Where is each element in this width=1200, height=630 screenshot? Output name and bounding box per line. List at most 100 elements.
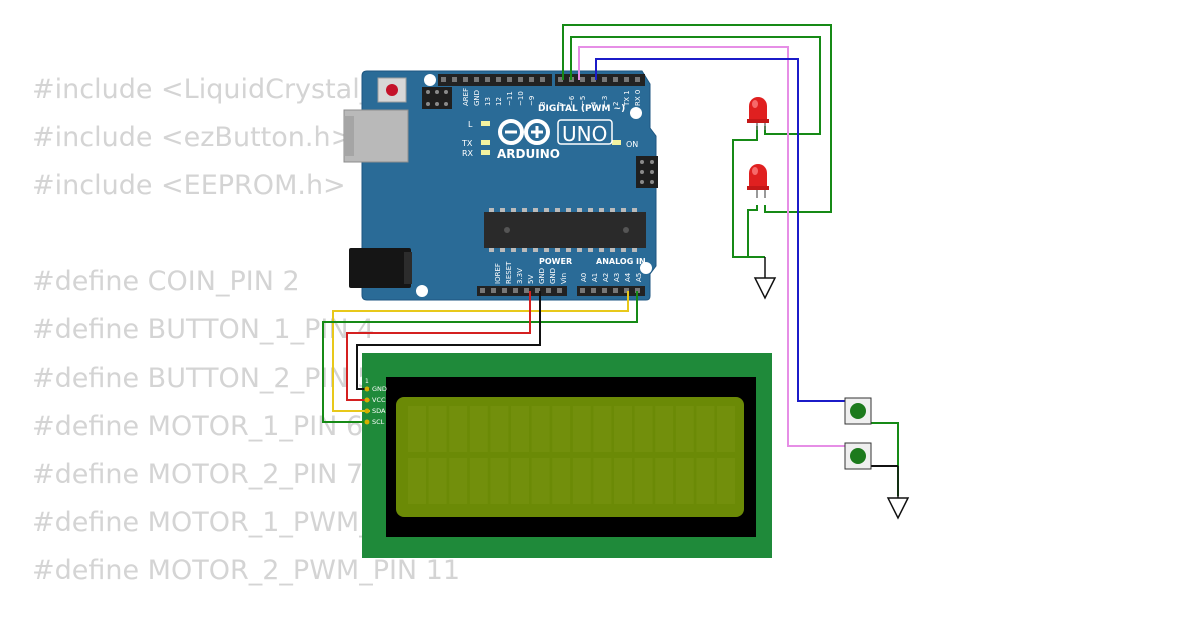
lcd-char-cell: [675, 458, 694, 504]
lcd-char-cell: [552, 406, 571, 452]
lcd-pin-gnd: GND: [372, 385, 387, 393]
digital-header: [438, 74, 645, 86]
lcd-char-cell: [634, 406, 653, 452]
led-label-rx: RX: [462, 149, 474, 158]
analog-pin-label: A5: [635, 273, 643, 282]
red-led-1[interactable]: [747, 97, 769, 130]
lcd-char-cell: [696, 458, 715, 504]
mounting-hole: [424, 74, 436, 86]
code-line: #define MOTOR_2_PIN 7: [32, 458, 364, 490]
power-label: POWER: [539, 257, 572, 266]
lcd-char-cell: [449, 458, 468, 504]
lcd-display[interactable]: 1 GND VCC SDA SCL: [362, 353, 772, 558]
analog-label: ANALOG IN: [596, 257, 646, 266]
digital-pin-label: ~5: [579, 96, 587, 106]
lcd-char-cell: [408, 406, 426, 452]
digital-pin-label: ~3: [601, 96, 609, 106]
led-label-l: L: [468, 120, 473, 129]
power-pin-label: 5V: [527, 275, 535, 284]
analog-pin-label: A3: [613, 273, 621, 282]
lcd-char-cell: [428, 458, 447, 504]
wire-pin4-button1: [595, 58, 845, 402]
red-led-2[interactable]: [747, 164, 769, 198]
microcontroller-chip: [484, 208, 646, 252]
lcd-char-cell: [469, 406, 488, 452]
lcd-char-cell: [655, 406, 674, 452]
code-line: #define MOTOR_2_PWM_PIN 11: [32, 554, 461, 586]
lcd-char-cell: [614, 406, 632, 452]
analog-pin-label: A0: [580, 273, 588, 282]
lcd-pin-labels: 1 GND VCC SDA SCL: [365, 378, 387, 426]
digital-pin-label: RX 0: [634, 90, 642, 106]
power-pin-label: GND: [538, 268, 546, 284]
code-line: #include <ezButton.h>: [32, 122, 354, 154]
lcd-char-cell: [717, 406, 735, 452]
lcd-char-cell: [696, 406, 715, 452]
lcd-char-cell: [428, 406, 447, 452]
power-pin-label: GND: [549, 268, 557, 284]
lcd-char-cell: [593, 458, 612, 504]
lcd-pin-headers: [364, 386, 370, 425]
led-label-tx: TX: [461, 139, 473, 148]
digital-pin-label: ~11: [506, 91, 514, 106]
lcd-char-cell: [593, 406, 612, 452]
wire-vcc: [346, 291, 531, 401]
wire-button1-gnd: [871, 422, 899, 496]
analog-pin-label: A4: [624, 272, 632, 282]
lcd-char-cell: [531, 406, 550, 452]
lcd-char-cell: [449, 406, 468, 452]
power-jack: [349, 248, 411, 288]
digital-pin-label: ~6: [568, 95, 576, 106]
lcd-char-cell: [552, 458, 571, 504]
wire-gnd: [356, 291, 541, 390]
lcd-char-cell: [511, 458, 529, 504]
arduino-logo: ARDUINO UNO: [497, 119, 613, 161]
analog-header: [577, 286, 645, 296]
wire-pin5-button2: [578, 46, 845, 447]
on-label: ON: [626, 140, 638, 149]
digital-pin-label: 8: [539, 102, 547, 106]
mounting-hole: [640, 262, 652, 274]
lcd-char-cell: [490, 458, 509, 504]
lcd-char-cell: [675, 406, 694, 452]
power-pin-label: RESET: [505, 261, 513, 284]
lcd-char-cell: [572, 406, 591, 452]
mounting-hole: [416, 285, 428, 297]
digital-pin-label: ~9: [528, 96, 536, 106]
lcd-char-cell: [614, 458, 632, 504]
lcd-char-cell: [490, 406, 509, 452]
digital-pin-label: 12: [495, 97, 503, 106]
push-button-1[interactable]: [844, 397, 872, 425]
digital-pin-label: AREF: [462, 88, 470, 106]
mounting-hole: [630, 107, 642, 119]
digital-pin-label: GND: [473, 90, 481, 106]
lcd-pin-scl: SCL: [372, 418, 385, 426]
power-header: [477, 286, 567, 296]
digital-pin-label: 4: [590, 101, 598, 106]
digital-pin-label: 2: [612, 102, 620, 106]
lcd-char-cell: [408, 458, 426, 504]
power-pin-label: 3.3V: [516, 268, 524, 284]
lcd-char-cell: [572, 458, 591, 504]
status-leds: L TX RX ON: [461, 120, 638, 158]
lcd-char-cell: [634, 458, 653, 504]
wire-pin7-led2: [562, 24, 832, 213]
lcd-character-grid: [408, 406, 735, 504]
usb-connector: [343, 109, 409, 163]
push-button-2[interactable]: [844, 442, 872, 470]
lcd-char-cell: [717, 458, 735, 504]
lcd-char-cell: [655, 458, 674, 504]
lcd-char-cell: [469, 458, 488, 504]
code-line: #define COIN_PIN 2: [32, 266, 300, 298]
ground-symbol-icon: [886, 466, 910, 520]
digital-pin-label: 7: [557, 102, 565, 106]
digital-pin-label: 13: [484, 97, 492, 106]
wire-led2-gnd: [747, 205, 758, 257]
lcd-char-cell: [531, 458, 550, 504]
ground-symbol-icon: [753, 257, 777, 300]
power-pin-label: IOREF: [494, 263, 502, 284]
